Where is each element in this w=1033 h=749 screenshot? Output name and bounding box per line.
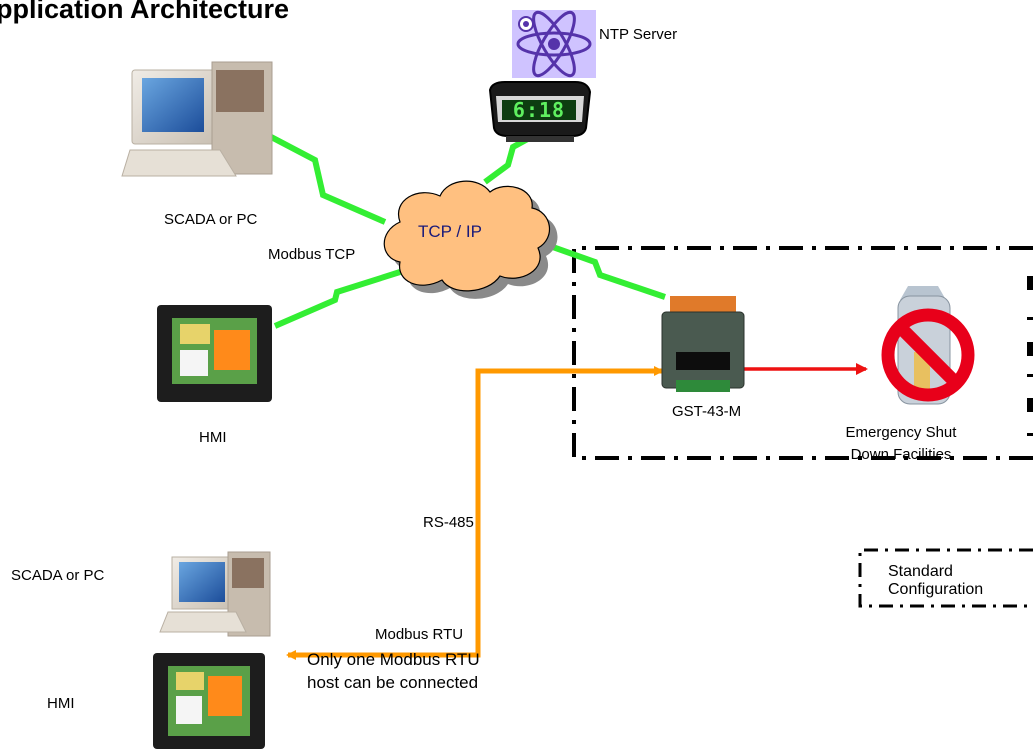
rs485-label: RS-485: [423, 514, 474, 531]
page-title: pplication Architecture: [0, 0, 290, 24]
scada-pc-bottom-icon: [159, 551, 271, 637]
device-model-label: GST-43-M: [672, 403, 742, 420]
clock-icon: [488, 81, 592, 142]
esd-label-line1: Emergency Shut: [845, 424, 957, 441]
emergency-shutdown-icon: [881, 286, 975, 405]
esd-label-line2: Down Facilities: [850, 446, 952, 463]
scada-top-label: SCADA or PC: [164, 211, 258, 228]
link-ntp-tcp: [483, 132, 537, 185]
hmi-panel-icon: [157, 305, 272, 402]
scada-bottom-label: SCADA or PC: [11, 567, 105, 584]
ntp-server-label: NTP Server: [599, 26, 678, 43]
hmi-panel-bottom-icon: [153, 653, 265, 749]
rs485-link: [286, 368, 665, 660]
link-hmi-tcp: [273, 269, 401, 329]
legend-box: [858, 548, 1033, 608]
link-scada-tcp: [233, 115, 387, 225]
atom-icon: [512, 10, 596, 78]
scada-pc-icon: [121, 61, 273, 177]
hmi-bottom-label: HMI: [47, 695, 75, 712]
standard-config-boundary: [572, 246, 1033, 460]
truncated-legend-marks: [1027, 276, 1033, 436]
modbus-rtu-label: Modbus RTU: [375, 626, 464, 643]
tcp-ip-cloud: [383, 180, 558, 299]
legend-line2: Configuration: [888, 581, 984, 598]
hmi-top-label: HMI: [199, 429, 227, 446]
rtu-note-line1: Only one Modbus RTU: [307, 650, 480, 669]
legend-line1: Standard: [888, 563, 953, 580]
clock-display: 6:18: [512, 98, 566, 122]
modbus-tcp-label: Modbus TCP: [268, 246, 356, 263]
gst-43-m-device-icon: [661, 296, 745, 392]
link-tcp-device: [531, 237, 666, 300]
rtu-note-line2: host can be connected: [307, 673, 479, 692]
tcp-ip-label: TCP / IP: [418, 222, 482, 241]
